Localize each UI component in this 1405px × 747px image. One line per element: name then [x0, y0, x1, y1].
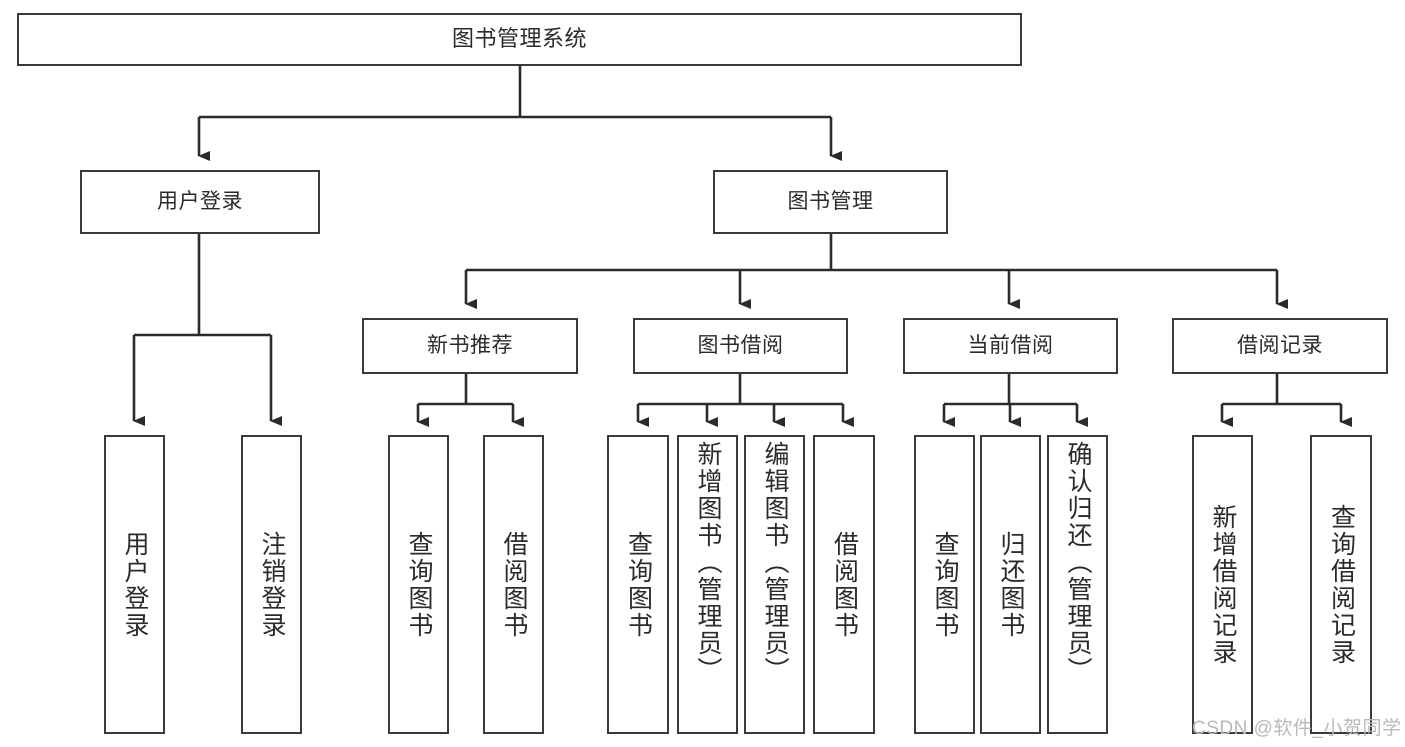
- leaf-return-book[interactable]: 归还图书: [980, 435, 1041, 734]
- node-root-label: 图书管理系统: [451, 26, 587, 52]
- node-book-manage-label: 图书管理: [787, 190, 874, 214]
- leaf-borrow-book-2[interactable]: 借阅图书: [813, 435, 875, 734]
- leaf-edit-book-label: 编辑图书（管理员）: [761, 441, 789, 684]
- node-current-borrow[interactable]: 当前借阅: [903, 318, 1118, 374]
- leaf-confirm-return[interactable]: 确认归还（管理员）: [1047, 435, 1108, 734]
- node-borrow-record[interactable]: 借阅记录: [1172, 318, 1388, 374]
- node-borrow-record-label: 借阅记录: [1237, 334, 1323, 358]
- leaf-edit-book[interactable]: 编辑图书（管理员）: [744, 435, 805, 734]
- leaf-query-book-2[interactable]: 查询图书: [607, 435, 669, 734]
- node-book-manage[interactable]: 图书管理: [713, 170, 948, 234]
- leaf-add-record-label: 新增借阅记录: [1209, 503, 1237, 666]
- leaf-add-book-label: 新增图书（管理员）: [694, 441, 722, 684]
- leaf-add-book[interactable]: 新增图书（管理员）: [677, 435, 738, 734]
- node-new-book-recommend-label: 新书推荐: [427, 334, 513, 358]
- node-book-borrow-label: 图书借阅: [697, 334, 784, 358]
- node-user-login-label: 用户登录: [157, 190, 243, 214]
- leaf-query-book-1[interactable]: 查询图书: [388, 435, 449, 734]
- node-user-login[interactable]: 用户登录: [80, 170, 320, 234]
- leaf-add-record[interactable]: 新增借阅记录: [1192, 435, 1253, 734]
- leaf-query-book-3-label: 查询图书: [931, 530, 959, 639]
- leaf-query-book-3[interactable]: 查询图书: [914, 435, 975, 734]
- leaf-confirm-return-label: 确认归还（管理员）: [1064, 441, 1092, 684]
- leaf-query-record-label: 查询借阅记录: [1327, 503, 1356, 666]
- leaf-user-login[interactable]: 用户登录: [104, 435, 165, 734]
- leaf-user-login-label: 用户登录: [121, 530, 149, 639]
- node-root[interactable]: 图书管理系统: [17, 13, 1022, 66]
- node-new-book-recommend[interactable]: 新书推荐: [362, 318, 578, 374]
- leaf-return-book-label: 归还图书: [997, 530, 1025, 639]
- leaf-borrow-book-1-label: 借阅图书: [500, 530, 528, 639]
- leaf-borrow-book-2-label: 借阅图书: [830, 530, 859, 639]
- csdn-watermark: CSDN @软件_小贺同学: [1192, 718, 1402, 739]
- leaf-query-book-2-label: 查询图书: [624, 530, 653, 639]
- leaf-user-logout-label: 注销登录: [258, 530, 286, 639]
- leaf-query-book-1-label: 查询图书: [405, 530, 433, 639]
- leaf-borrow-book-1[interactable]: 借阅图书: [483, 435, 544, 734]
- node-current-borrow-label: 当前借阅: [967, 334, 1054, 358]
- leaf-user-logout[interactable]: 注销登录: [241, 435, 302, 734]
- node-book-borrow[interactable]: 图书借阅: [633, 318, 848, 374]
- leaf-query-record[interactable]: 查询借阅记录: [1310, 435, 1372, 734]
